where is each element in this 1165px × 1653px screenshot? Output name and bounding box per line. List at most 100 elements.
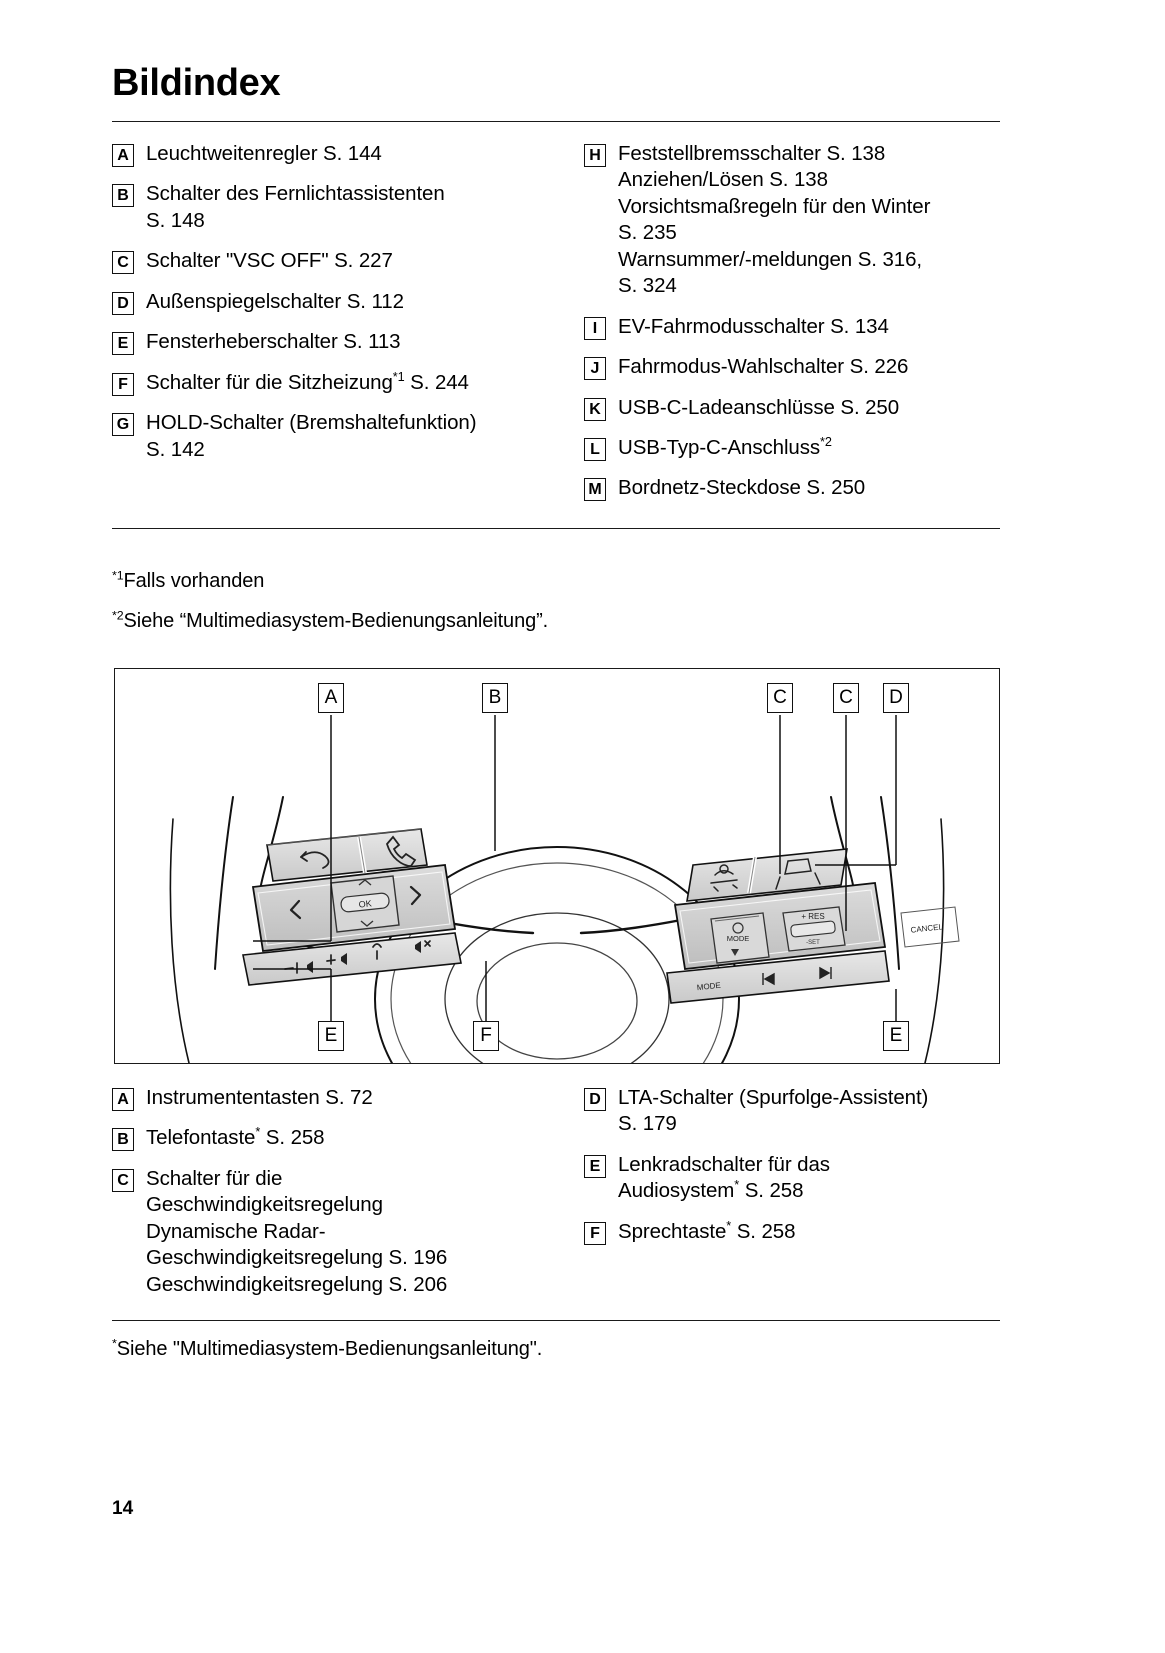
text-line: Anziehen/Lösen S. 138 [618,168,828,192]
text-run: S. 258 [739,1179,804,1203]
phone-icon [385,835,417,867]
list-item[interactable]: B Telefontaste* S. 258 [112,1125,552,1152]
list-item[interactable]: E Fensterheberschalter S. 113 [112,329,542,356]
text-line: Schalter für die [146,1166,283,1190]
steering-wheel-figure: OK [114,668,1000,1064]
text-line: Sprechtaste* S. 258 [618,1219,1004,1245]
ok-button: OK [330,875,400,933]
letter-badge-d: D [112,291,134,315]
badge-wrap: C [112,248,146,275]
list-item[interactable]: H Feststellbremsschalter S. 138 Anziehen… [584,141,1004,300]
upper-index-right-column: H Feststellbremsschalter S. 138 Anziehen… [584,141,1004,516]
text-line: Feststellbremsschalter S. 138 [618,142,886,165]
right-switch-cluster: MODE + RES -SET CANCEL MODE [666,848,960,1004]
mode-label: MODE [727,934,750,943]
text-line: S. 179 [618,1112,677,1136]
letter-badge-f: F [584,1221,606,1245]
list-item[interactable]: L USB-Typ-C-Anschluss*2 [584,435,1004,461]
list-item[interactable]: K USB-C-Ladeanschlüsse S. 250 [584,395,1004,421]
list-item[interactable]: D LTA-Schalter (Spurfolge-Assistent) S. … [584,1085,1004,1138]
svg-text:MODE: MODE [696,981,721,992]
badge-wrap: A [112,141,146,167]
text-line: Instrumententasten S. 72 [146,1086,373,1109]
text-line: Vorsichtsmaßregeln für den Winter [618,194,931,218]
badge-wrap: M [584,475,618,502]
list-item[interactable]: J Fahrmodus-Wahlschalter S. 226 [584,354,1004,381]
text-line: Geschwindigkeitsregelung S. 196 [146,1246,448,1270]
callout-c-top-1[interactable]: C [767,683,793,713]
callout-e-bottom-left[interactable]: E [318,1021,344,1051]
mode-button: MODE [710,912,770,964]
page-title: Bildindex [112,62,281,105]
text-line: Telefontaste* S. 258 [146,1125,552,1151]
callout-b-top[interactable]: B [482,683,508,713]
text-line: Audiosystem* S. 258 [618,1178,1004,1204]
badge-wrap: E [112,329,146,356]
text-line: EV-Fahrmodusschalter S. 134 [618,314,889,338]
callout-e-bottom-right[interactable]: E [883,1021,909,1051]
list-item[interactable]: M Bordnetz-Steckdose S. 250 [584,475,1004,502]
list-item-text: Fahrmodus-Wahlschalter S. 226 [618,354,1004,380]
text-line: LTA-Schalter (Spurfolge-Assistent) [618,1086,929,1109]
text-line: Geschwindigkeitsregelung S. 206 [146,1272,448,1296]
list-item[interactable]: G HOLD-Schalter (Bremshaltefunktion) S. … [112,410,542,463]
text-run: Telefontaste [146,1126,256,1150]
callout-c-top-2[interactable]: C [833,683,859,713]
callout-f-bottom[interactable]: F [473,1021,499,1051]
text-run: Sprechtaste [618,1219,727,1243]
footnote-text: Falls vorhanden [123,570,265,592]
list-item-text: EV-Fahrmodusschalter S. 134 [618,314,1004,340]
text-line: USB-C-Ladeanschlüsse S. 250 [618,395,900,419]
list-item-text: Feststellbremsschalter S. 138 Anziehen/L… [618,141,1004,300]
radar-cruise-icon [710,864,738,892]
list-item-text: USB-C-Ladeanschlüsse S. 250 [618,395,1004,421]
list-item[interactable]: F Schalter für die Sitzheizung*1 S. 244 [112,370,542,396]
list-item-text: USB-Typ-C-Anschluss*2 [618,435,1004,461]
letter-badge-c: C [112,251,134,275]
divider-bottom [112,1320,1000,1321]
page-number: 14 [112,1498,134,1519]
letter-badge-l: L [584,437,606,461]
footnote-marker: * [726,1217,732,1233]
cancel-label: CANCEL [910,922,944,934]
list-item[interactable]: C Schalter "VSC OFF" S. 227 [112,248,542,275]
text-line: Schalter "VSC OFF" S. 227 [146,249,393,273]
footnote-marker: * [112,1336,117,1351]
speaker-icon [307,961,313,973]
list-item-text: Außenspiegelschalter S. 112 [146,289,542,315]
footnote-1: *1Falls vorhanden [112,568,264,594]
badge-wrap: L [584,435,618,461]
list-item-text: Schalter des Fernlichtassistenten S. 148 [146,181,542,234]
text-line: Dynamische Radar- [146,1219,326,1243]
list-item[interactable]: F Sprechtaste* S. 258 [584,1219,1004,1245]
prev-track-icon [762,972,775,986]
list-item[interactable]: D Außenspiegelschalter S. 112 [112,289,542,315]
letter-badge-a: A [112,1088,134,1111]
letter-badge-f: F [112,372,134,396]
text-line: S. 324 [618,274,677,298]
list-item[interactable]: A Instrumententasten S. 72 [112,1085,552,1111]
callout-a-top[interactable]: A [318,683,344,713]
divider-middle [112,528,1000,529]
list-item[interactable]: C Schalter für die Geschwindigkeitsregel… [112,1166,552,1298]
list-item[interactable]: B Schalter des Fernlichtassistenten S. 1… [112,181,542,234]
list-item-text: Lenkradschalter für das Audiosystem* S. … [618,1152,1004,1205]
callout-d-top[interactable]: D [883,683,909,713]
list-item-text: Schalter für die Sitzheizung*1 S. 244 [146,370,542,396]
leader-lines [253,715,897,1021]
list-item[interactable]: A Leuchtweitenregler S. 144 [112,141,542,167]
badge-wrap: E [584,1152,618,1178]
steering-wheel-illustration: OK [169,715,960,1063]
text-run: S. 258 [731,1219,796,1243]
list-item[interactable]: E Lenkradschalter für das Audiosystem* S… [584,1152,1004,1205]
ok-label: OK [358,898,372,909]
divider-top [112,121,1000,122]
badge-wrap: J [584,354,618,381]
list-item[interactable]: I EV-Fahrmodusschalter S. 134 [584,314,1004,340]
text-line: S. 148 [146,208,205,232]
list-item-text: Schalter "VSC OFF" S. 227 [146,248,542,274]
badge-wrap: B [112,1125,146,1152]
footnote-text: Siehe “Multimediasystem-Bedienungsanleit… [123,610,549,632]
text-line: S. 235 [618,221,677,245]
